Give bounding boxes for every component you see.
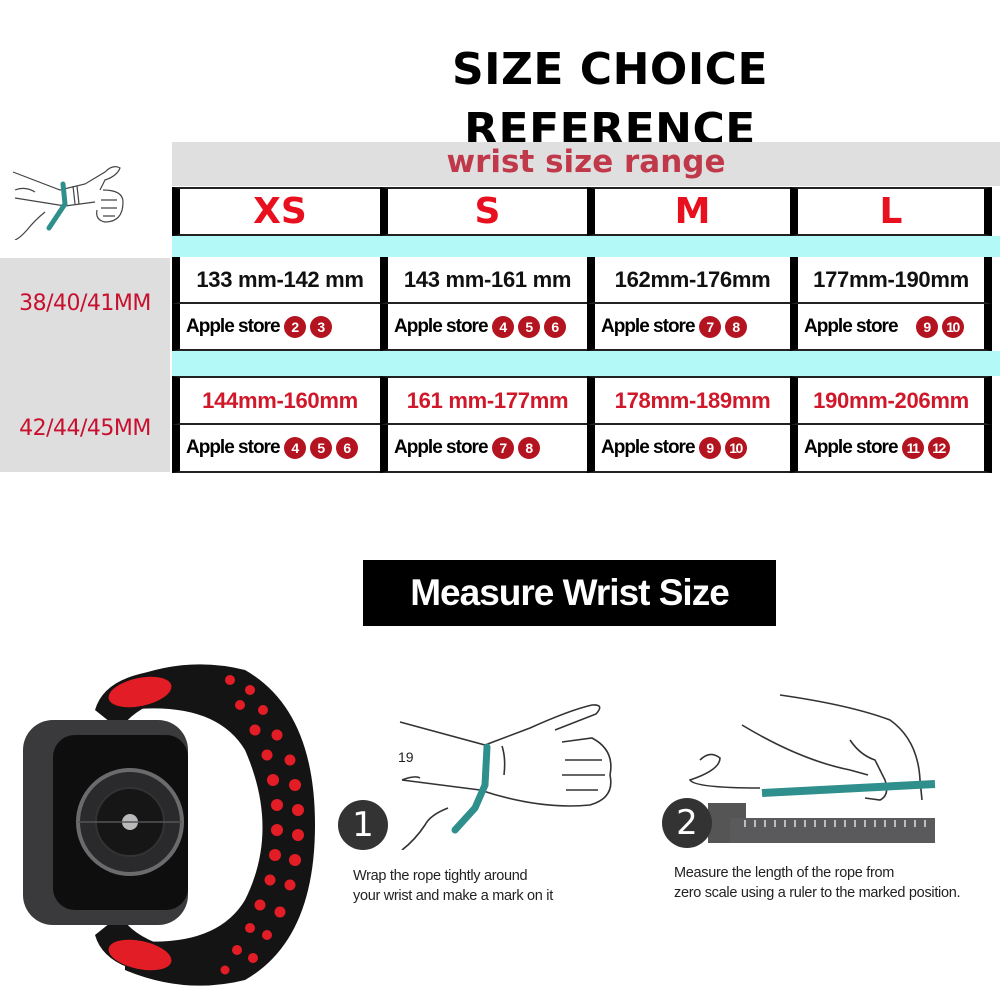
- step-1-caption: Wrap the rope tightly around your wrist …: [353, 866, 553, 906]
- range-text: 162mm-176mm: [614, 266, 771, 292]
- range-text: 190mm-206mm: [813, 387, 969, 413]
- divider-band: [172, 236, 1000, 257]
- range-cell: 162mm-176mm: [587, 257, 790, 304]
- number-badge: 10: [941, 315, 964, 338]
- number-badge: 11: [901, 437, 924, 459]
- size-row: XS S M L: [172, 187, 1000, 236]
- range-row-large-case: 144mm-160mm 161 mm-177mm 178mm-189mm 190…: [172, 376, 1000, 425]
- store-label: Apple store: [186, 315, 281, 337]
- number-badge: 4: [491, 315, 514, 338]
- number-badge: 2: [283, 315, 306, 338]
- number-badge: 3: [309, 315, 332, 338]
- range-text: 144mm-160mm: [202, 387, 358, 413]
- size-label: XS: [253, 191, 307, 232]
- range-cell: 178mm-189mm: [587, 376, 790, 425]
- number-badge: 12: [927, 437, 950, 459]
- number-badge: 4: [283, 437, 306, 459]
- wrist-measure-icon: [12, 166, 124, 240]
- range-text: 177mm-190mm: [813, 266, 969, 292]
- step-2-caption-line-2: zero scale using a ruler to the marked p…: [674, 885, 961, 901]
- store-label: Apple store: [601, 437, 696, 458]
- range-cell: 143 mm-161 mm: [380, 257, 587, 304]
- store-label: Apple store: [804, 315, 899, 337]
- measure-wrist-heading: Measure Wrist Size: [363, 560, 776, 626]
- range-text: 161 mm-177mm: [406, 387, 569, 413]
- step-2-illustration: [688, 694, 936, 843]
- number-badge: 8: [517, 437, 540, 459]
- range-cell: 190mm-206mm: [790, 376, 992, 425]
- step-2-caption: Measure the length of the rope from zero…: [674, 863, 961, 903]
- size-label: S: [474, 191, 501, 232]
- number-badge: 6: [335, 437, 358, 459]
- range-text: 133 mm-142 mm: [196, 266, 364, 292]
- size-label: L: [879, 191, 903, 232]
- rope-mark-label: 19: [398, 749, 414, 765]
- range-text: 143 mm-161 mm: [403, 266, 572, 292]
- step-2-number: 2: [662, 798, 712, 848]
- range-row-small-case: 133 mm-142 mm 143 mm-161 mm 162mm-176mm …: [172, 257, 1000, 304]
- step-1-illustration: 19: [398, 704, 612, 850]
- number-badge: 5: [309, 437, 332, 459]
- store-label: Apple store: [394, 315, 489, 337]
- number-badge: 8: [724, 315, 747, 338]
- number-badge: 5: [517, 315, 540, 338]
- step-1-number: 1: [338, 800, 388, 850]
- store-label: Apple store: [394, 437, 489, 458]
- step-1-caption-line-1: Wrap the rope tightly around: [353, 868, 528, 884]
- range-cell: 133 mm-142 mm: [172, 257, 380, 304]
- number-badge: 7: [491, 437, 514, 459]
- size-cell-s: S: [380, 187, 587, 236]
- wrist-size-range-header: wrist size range: [172, 142, 1000, 186]
- page-title: SIZE CHOICE REFERENCE: [451, 44, 769, 155]
- case-label-large: 42/44/45MM: [19, 416, 151, 441]
- number-badge: 9: [915, 315, 938, 338]
- watch-band-image: [23, 664, 315, 986]
- range-cell: 177mm-190mm: [790, 257, 992, 304]
- store-label: Apple store: [601, 315, 696, 337]
- size-cell-xs: XS: [172, 187, 380, 236]
- number-badge: 7: [698, 315, 721, 338]
- size-cell-l: L: [790, 187, 992, 236]
- range-cell: 161 mm-177mm: [380, 376, 587, 425]
- store-label: Apple store: [186, 437, 281, 458]
- step-2-caption-line-1: Measure the length of the rope from: [674, 865, 895, 881]
- number-badge: 9: [698, 437, 721, 459]
- case-size-panel: 38/40/41MM 42/44/45MM: [0, 258, 170, 472]
- range-text: 178mm-189mm: [614, 387, 771, 413]
- size-label: M: [674, 191, 711, 232]
- size-cell-m: M: [587, 187, 790, 236]
- number-badge: 6: [543, 315, 566, 338]
- divider-band: [172, 351, 1000, 376]
- store-label: Apple store: [804, 437, 899, 458]
- case-label-small: 38/40/41MM: [19, 291, 151, 316]
- range-cell: 144mm-160mm: [172, 376, 380, 425]
- number-badge: 10: [724, 437, 747, 459]
- step-1-caption-line-2: your wrist and make a mark on it: [353, 888, 553, 904]
